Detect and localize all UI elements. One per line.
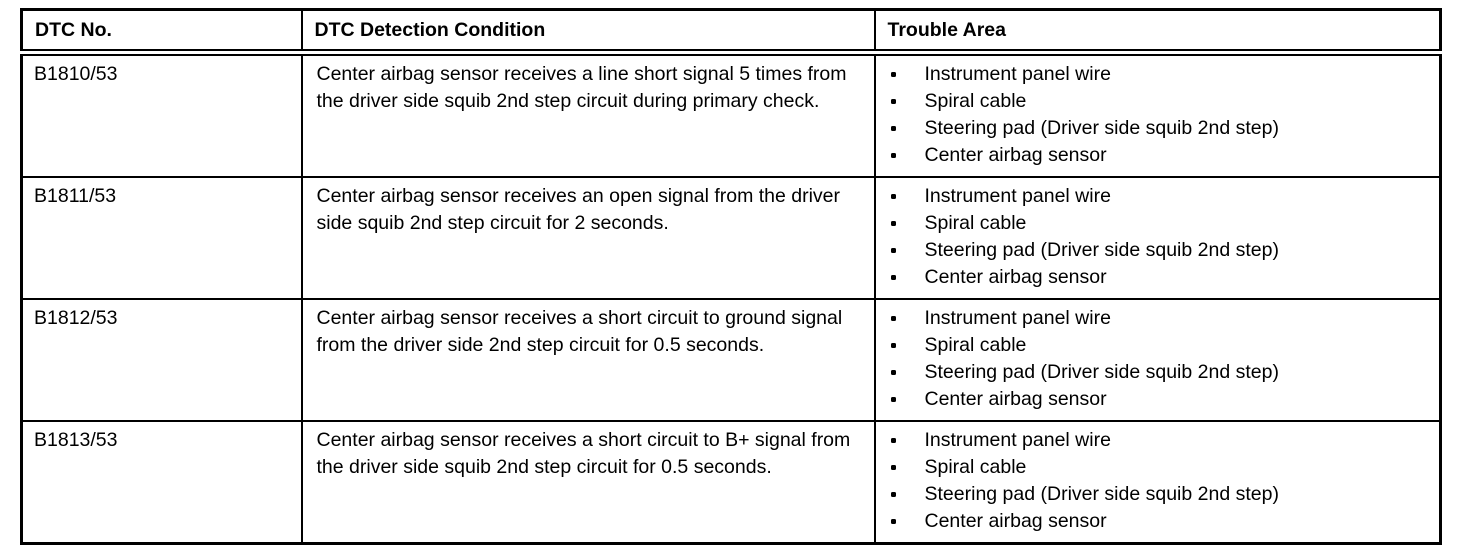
dtc-no-cell: B1813/53 <box>20 420 303 545</box>
trouble-area-list: Instrument panel wire Spiral cable Steer… <box>888 305 1428 413</box>
header-row: DTC No. DTC Detection Condition Trouble … <box>20 8 1442 56</box>
table-row: B1813/53 Center airbag sensor receives a… <box>20 420 1442 545</box>
trouble-area-cell: Instrument panel wire Spiral cable Steer… <box>873 420 1442 545</box>
trouble-area-item: Spiral cable <box>888 210 1428 237</box>
trouble-area-item: Spiral cable <box>888 88 1428 115</box>
column-header-trouble-area: Trouble Area <box>873 8 1442 56</box>
trouble-area-cell: Instrument panel wire Spiral cable Steer… <box>873 51 1442 178</box>
trouble-area-item: Steering pad (Driver side squib 2nd step… <box>888 237 1428 264</box>
trouble-area-item: Spiral cable <box>888 332 1428 359</box>
trouble-area-item: Instrument panel wire <box>888 61 1428 88</box>
trouble-area-item: Center airbag sensor <box>888 508 1428 535</box>
dtc-no-cell: B1810/53 <box>20 51 303 178</box>
trouble-area-item: Center airbag sensor <box>888 264 1428 291</box>
dtc-table: DTC No. DTC Detection Condition Trouble … <box>20 8 1442 545</box>
trouble-area-item: Instrument panel wire <box>888 427 1428 454</box>
trouble-area-cell: Instrument panel wire Spiral cable Steer… <box>873 176 1442 300</box>
trouble-area-list: Instrument panel wire Spiral cable Steer… <box>888 61 1428 169</box>
trouble-area-item: Steering pad (Driver side squib 2nd step… <box>888 115 1428 142</box>
table-row: B1810/53 Center airbag sensor receives a… <box>20 51 1442 178</box>
trouble-area-item: Center airbag sensor <box>888 142 1428 169</box>
trouble-area-cell: Instrument panel wire Spiral cable Steer… <box>873 298 1442 422</box>
trouble-area-item: Center airbag sensor <box>888 386 1428 413</box>
trouble-area-list: Instrument panel wire Spiral cable Steer… <box>888 183 1428 291</box>
trouble-area-item: Steering pad (Driver side squib 2nd step… <box>888 359 1428 386</box>
trouble-area-item: Steering pad (Driver side squib 2nd step… <box>888 481 1428 508</box>
table-body: B1810/53 Center airbag sensor receives a… <box>20 51 1442 545</box>
table-row: B1811/53 Center airbag sensor receives a… <box>20 176 1442 300</box>
dtc-table-container: DTC No. DTC Detection Condition Trouble … <box>20 8 1442 545</box>
trouble-area-list: Instrument panel wire Spiral cable Steer… <box>888 427 1428 535</box>
detection-condition-cell: Center airbag sensor receives a short ci… <box>300 298 876 422</box>
column-header-detection-condition: DTC Detection Condition <box>300 8 876 56</box>
table-row: B1812/53 Center airbag sensor receives a… <box>20 298 1442 422</box>
dtc-no-cell: B1811/53 <box>20 176 303 300</box>
detection-condition-cell: Center airbag sensor receives an open si… <box>300 176 876 300</box>
detection-condition-cell: Center airbag sensor receives a line sho… <box>300 51 876 178</box>
trouble-area-item: Instrument panel wire <box>888 183 1428 210</box>
trouble-area-item: Instrument panel wire <box>888 305 1428 332</box>
detection-condition-cell: Center airbag sensor receives a short ci… <box>300 420 876 545</box>
column-header-dtc-no: DTC No. <box>20 8 303 56</box>
dtc-no-cell: B1812/53 <box>20 298 303 422</box>
trouble-area-item: Spiral cable <box>888 454 1428 481</box>
table-header: DTC No. DTC Detection Condition Trouble … <box>20 8 1442 56</box>
